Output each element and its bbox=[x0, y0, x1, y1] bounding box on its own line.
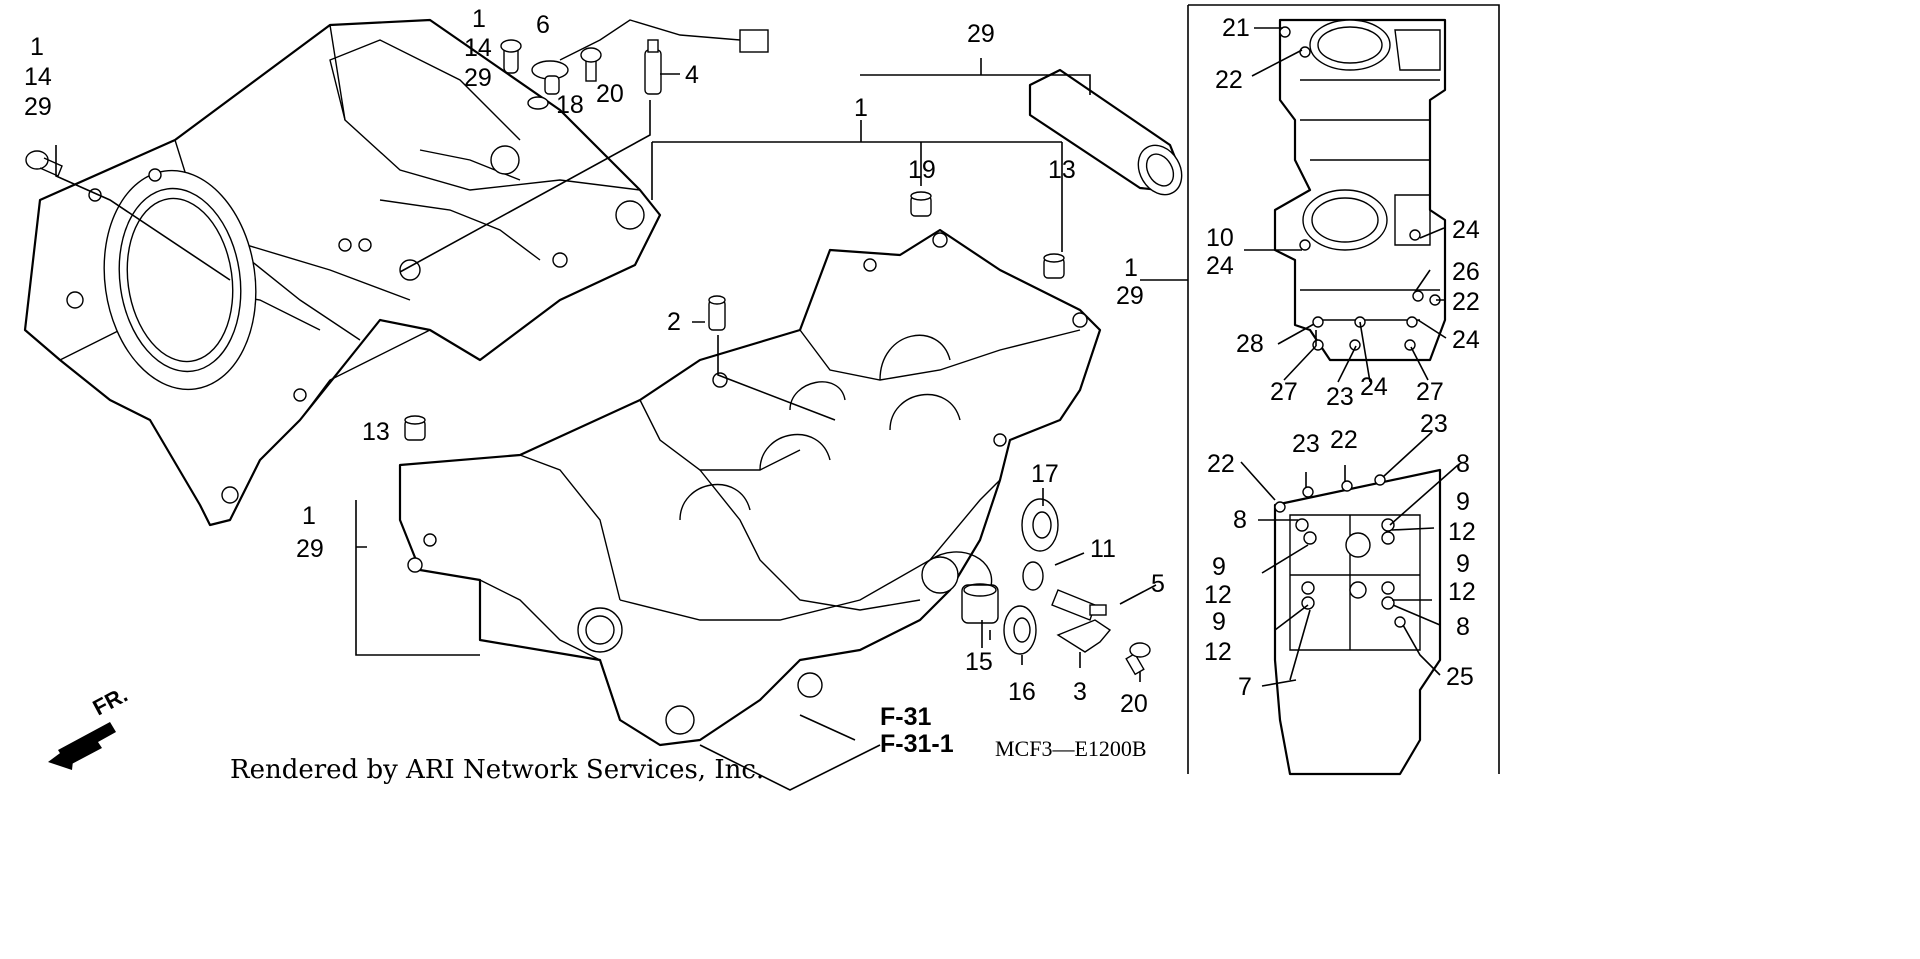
label-11: 11 bbox=[1090, 535, 1116, 563]
label-14-top: 14 bbox=[464, 34, 492, 62]
label-29-left: 29 bbox=[24, 93, 52, 121]
oil-pipe bbox=[1028, 68, 1183, 196]
label-2: 2 bbox=[667, 308, 681, 336]
label-r-9a: 9 bbox=[1456, 488, 1470, 516]
label-r-26: 26 bbox=[1452, 258, 1480, 286]
label-r-22b: 22 bbox=[1452, 288, 1480, 316]
bearing-15 bbox=[961, 583, 999, 624]
label-r-23c: 23 bbox=[1420, 410, 1448, 438]
label-r-28: 28 bbox=[1236, 330, 1264, 358]
label-r-24c: 24 bbox=[1452, 326, 1480, 354]
bearing-17 bbox=[1021, 498, 1059, 552]
label-r-12a: 12 bbox=[1448, 518, 1476, 546]
label-r-22a: 22 bbox=[1215, 66, 1243, 94]
label-r-10: 10 bbox=[1206, 224, 1234, 252]
label-1-center: 1 bbox=[854, 94, 868, 122]
label-15: 15 bbox=[965, 648, 993, 676]
label-13-right: 13 bbox=[1048, 156, 1076, 184]
right-panel-labels: 21 22 10 24 24 26 22 1 29 28 24 27 23 24… bbox=[1116, 14, 1480, 701]
label-16: 16 bbox=[1008, 678, 1036, 706]
label-4: 4 bbox=[685, 61, 699, 89]
dowel-19 bbox=[910, 191, 932, 217]
bolt-29-left bbox=[25, 150, 63, 177]
label-20-top: 20 bbox=[596, 80, 624, 108]
label-r-24d: 24 bbox=[1360, 373, 1388, 401]
label-19: 19 bbox=[908, 156, 936, 184]
label-r-1: 1 bbox=[1124, 254, 1138, 282]
label-5: 5 bbox=[1151, 570, 1165, 598]
label-r-9d: 9 bbox=[1212, 608, 1226, 636]
label-14-left: 14 bbox=[24, 63, 52, 91]
right-inset-panel bbox=[1140, 4, 1500, 776]
label-r-9b: 9 bbox=[1212, 553, 1226, 581]
label-13-left: 13 bbox=[362, 418, 390, 446]
leader-lines bbox=[55, 58, 1157, 791]
label-18: 18 bbox=[556, 91, 584, 119]
ref-f31: F-31 bbox=[880, 703, 932, 731]
label-r-12c: 12 bbox=[1448, 578, 1476, 606]
plate-3 bbox=[1056, 619, 1112, 653]
label-29-top: 29 bbox=[464, 64, 492, 92]
label-r-21: 21 bbox=[1222, 14, 1250, 42]
label-1-left: 1 bbox=[30, 33, 44, 61]
label-29-center: 29 bbox=[967, 20, 995, 48]
seal-11 bbox=[1022, 561, 1044, 591]
label-r-8b: 8 bbox=[1233, 506, 1247, 534]
label-r-7: 7 bbox=[1238, 673, 1252, 701]
switch-5 bbox=[1051, 589, 1107, 621]
label-r-22d: 22 bbox=[1207, 450, 1235, 478]
pin-2 bbox=[708, 295, 726, 331]
diagram-code: MCF3—E1200B bbox=[995, 736, 1147, 761]
bolt-20-bottom bbox=[1125, 642, 1151, 676]
o-ring-18 bbox=[527, 96, 549, 110]
front-arrow bbox=[48, 722, 116, 770]
label-r-8a: 8 bbox=[1456, 450, 1470, 478]
bearing-16 bbox=[1003, 605, 1037, 655]
label-r-23a: 23 bbox=[1326, 383, 1354, 411]
credit-text: Rendered by ARI Network Services, Inc. bbox=[230, 755, 764, 785]
label-r-23b: 23 bbox=[1292, 430, 1320, 458]
sensor-4 bbox=[644, 39, 662, 95]
label-r-8c: 8 bbox=[1456, 613, 1470, 641]
label-r-25: 25 bbox=[1446, 663, 1474, 691]
part-labels: 1 14 29 1 14 29 6 18 20 4 29 1 19 13 2 1… bbox=[24, 5, 1165, 785]
lower-crankcase bbox=[398, 228, 1102, 747]
label-6: 6 bbox=[536, 11, 550, 39]
label-r-9c: 9 bbox=[1456, 550, 1470, 578]
label-r-27b: 27 bbox=[1416, 378, 1444, 406]
label-r-24a: 24 bbox=[1206, 252, 1234, 280]
label-r-12b: 12 bbox=[1204, 581, 1232, 609]
label-3: 3 bbox=[1073, 678, 1087, 706]
dowel-13-left bbox=[404, 415, 426, 441]
label-r-24b: 24 bbox=[1452, 216, 1480, 244]
label-r-12d: 12 bbox=[1204, 638, 1232, 666]
label-r-29: 29 bbox=[1116, 282, 1144, 310]
dowel-13-right bbox=[1043, 253, 1065, 279]
label-20-bottom: 20 bbox=[1120, 690, 1148, 718]
label-17: 17 bbox=[1031, 460, 1059, 488]
label-1-top: 1 bbox=[472, 5, 486, 33]
bolt-20-top bbox=[580, 47, 602, 82]
label-r-22c: 22 bbox=[1330, 426, 1358, 454]
lower-inset-outline bbox=[1273, 468, 1442, 776]
ref-f31-1: F-31-1 bbox=[880, 730, 954, 758]
front-marker-label: FR. bbox=[89, 682, 132, 721]
sensor-6 bbox=[531, 19, 769, 95]
small-parts bbox=[25, 19, 1183, 676]
upper-inset-outline bbox=[1273, 18, 1447, 362]
label-29-lower: 29 bbox=[296, 535, 324, 563]
upper-crankcase bbox=[23, 18, 662, 527]
bolt-14 bbox=[500, 39, 522, 74]
label-1-lower: 1 bbox=[302, 502, 316, 530]
label-r-27a: 27 bbox=[1270, 378, 1298, 406]
